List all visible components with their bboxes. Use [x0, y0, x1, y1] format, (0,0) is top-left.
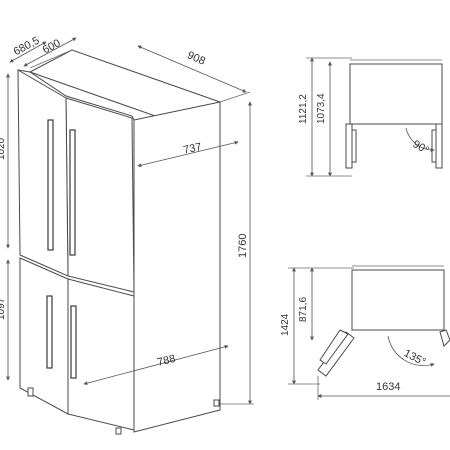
lower-right-handle [70, 305, 77, 379]
lower-left-handle [46, 295, 53, 369]
dim-bottom-view-1: 1424 [280, 313, 291, 336]
dim-height: 1760 [237, 234, 249, 258]
top-view-90-degree [306, 57, 443, 177]
dim-total-width-open: 1634 [376, 381, 400, 393]
dim-door-open-top: 737 [182, 141, 202, 157]
dim-height-upper: 1020 [0, 137, 7, 160]
dim-angle-top: 90° [411, 138, 431, 157]
dim-bottom-view-2: 871,6 [298, 297, 309, 322]
upper-right-handle [69, 129, 76, 256]
fridge-dimension-lines [6, 37, 254, 405]
dim-door-open-bottom: 788 [156, 353, 177, 369]
dim-width: 908 [185, 49, 207, 67]
fridge-isometric-view [17, 49, 222, 435]
dim-top-view-1: 1121,2 [298, 94, 309, 124]
dim-top-view-2: 1073,4 [316, 93, 327, 124]
upper-left-handle [47, 119, 54, 251]
dim-width-outer: 680,5 [12, 35, 42, 59]
dim-depth: 600 [41, 37, 63, 56]
bottom-view-135-degree [288, 265, 450, 400]
dim-height-lower: 1097 [0, 297, 7, 320]
